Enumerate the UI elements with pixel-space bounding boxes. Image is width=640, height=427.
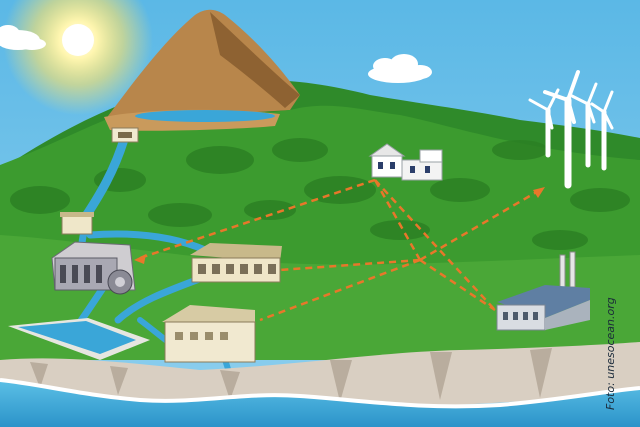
mountain-shadow <box>210 12 300 108</box>
energy-links <box>139 178 541 322</box>
cloud-right <box>368 54 432 83</box>
mountain <box>105 9 300 120</box>
wind-turbines <box>528 70 614 189</box>
cloud-left <box>0 25 46 50</box>
mountain-forest <box>0 105 640 300</box>
lower-building <box>162 305 256 363</box>
sun <box>3 0 153 115</box>
mid-building <box>190 243 282 283</box>
arrowheads <box>134 187 545 264</box>
factory <box>496 251 590 331</box>
upper-reservoir-water <box>135 110 275 122</box>
valve-house <box>60 212 94 235</box>
intake-building <box>111 127 139 143</box>
hilltop-village <box>368 143 443 181</box>
lower-reservoir-water <box>18 321 136 354</box>
sun-core <box>62 24 94 56</box>
sea <box>0 380 640 427</box>
surf <box>0 378 640 409</box>
cliff-shading <box>30 348 552 402</box>
hydro-power-station <box>51 241 136 295</box>
coastal-cliffs <box>0 342 640 409</box>
meadow <box>0 235 640 360</box>
photo-credit: Foto: unesocean.org <box>604 297 617 410</box>
